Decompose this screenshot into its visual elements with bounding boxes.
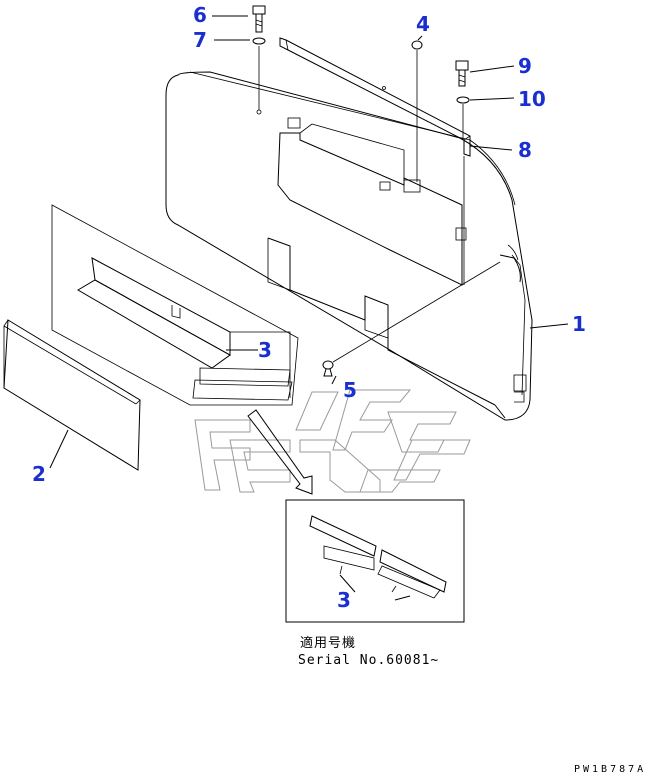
washer-part-7 [252,37,266,115]
callout-10: 10 [518,87,546,111]
callout-1: 1 [572,312,586,336]
callout-2: 2 [32,462,46,486]
callout-numbers: 6 7 4 9 10 8 1 3 5 2 3 [32,3,586,612]
drawing-code: PW1B787A [574,764,646,775]
plug-part-4 [411,40,423,182]
note-serial-number: Serial No.60081~ [298,653,439,668]
callout-8: 8 [518,138,532,162]
washer-part-10 [456,96,470,140]
callout-7: 7 [193,28,207,52]
pad-part-2 [3,319,141,471]
bolt-part-9 [455,60,469,87]
detail-box [285,499,465,623]
watermark-logo [194,389,471,493]
bolt-part-6 [252,5,266,33]
callout-3-detail: 3 [337,588,351,612]
seal-part-3 [51,204,299,406]
callout-5: 5 [343,378,357,402]
callout-9: 9 [518,54,532,78]
callout-3-main: 3 [258,338,272,362]
main-cover-part-1 [165,71,533,421]
note-applicable-models: 適用号機 [300,635,356,651]
callout-4: 4 [416,12,430,36]
serial-note: 適用号機 Serial No.60081~ [298,635,439,668]
clip-part-5 [322,261,501,377]
leader-lines [49,15,569,469]
detail-arrow [247,409,313,495]
callout-6: 6 [193,3,207,27]
bracket-part-8 [279,37,471,285]
